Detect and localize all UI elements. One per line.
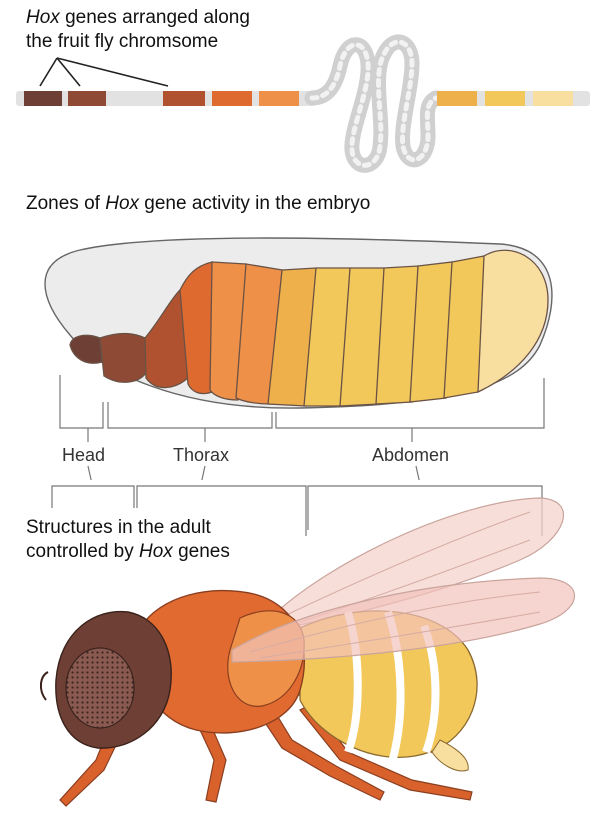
abdomen-tip [432, 740, 468, 771]
antenna-icon [41, 672, 48, 700]
compound-eye-icon [66, 648, 134, 728]
